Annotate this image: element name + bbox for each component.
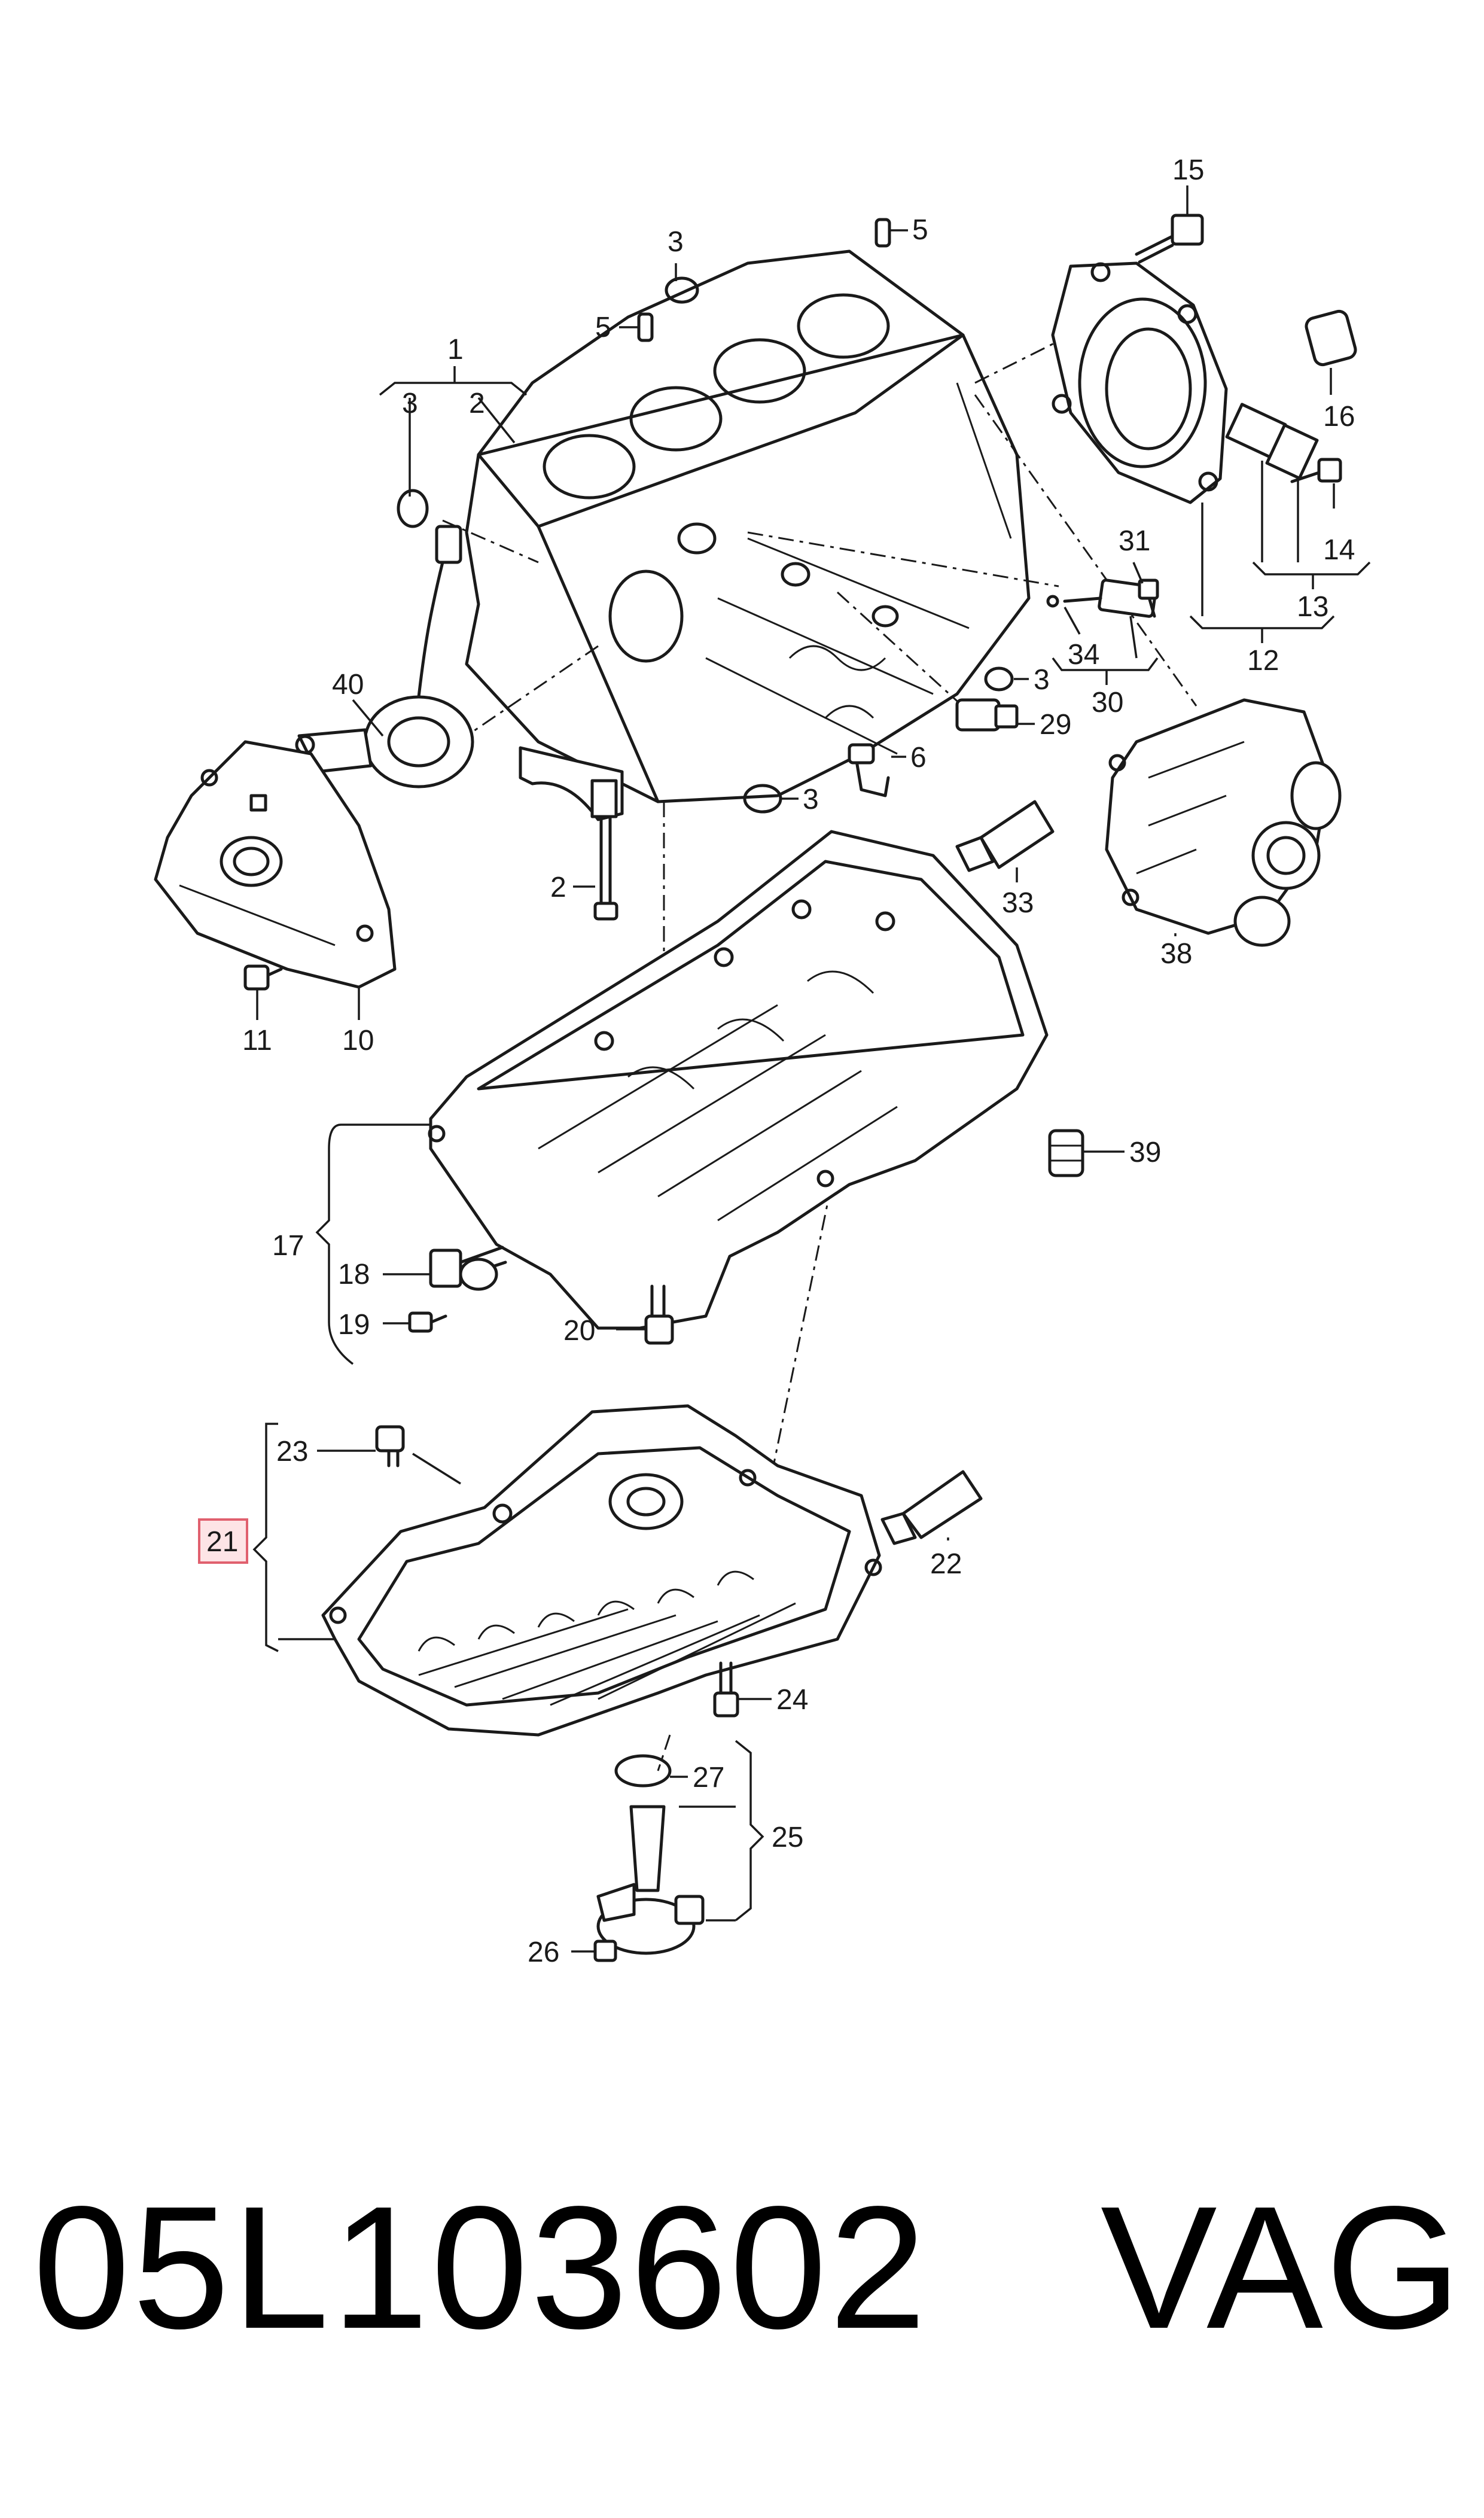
oil-spray-nozzle-6: [848, 743, 890, 797]
seal-3a: [665, 276, 699, 304]
callout-27: 27: [693, 1762, 724, 1794]
callout-30: 30: [1092, 687, 1123, 718]
o-ring-27: [614, 1754, 672, 1788]
callout-14: 14: [1323, 534, 1355, 566]
callout-26: 26: [528, 1937, 559, 1968]
callout-2: 2: [550, 872, 566, 903]
callout-24: 24: [776, 1684, 808, 1716]
plug-39: [1048, 1129, 1084, 1177]
callout-11: 11: [242, 1025, 272, 1056]
callout-23: 23: [276, 1436, 308, 1467]
vacuum-pump: [295, 525, 474, 788]
callout-40: 40: [332, 669, 364, 701]
timing-cover: [154, 740, 397, 989]
callout-3: 3: [668, 226, 684, 258]
callout-5: 5: [595, 312, 611, 343]
bolt-26: [593, 1940, 617, 1962]
callout-3: 3: [1034, 664, 1050, 696]
callout-29: 29: [1040, 709, 1071, 741]
callout-1: 1: [447, 334, 464, 366]
sender-29: [955, 698, 1019, 732]
callout-18: 18: [338, 1259, 370, 1290]
callout-10: 10: [342, 1025, 374, 1056]
bolt-14: [1290, 458, 1342, 483]
callout-13: 13: [1297, 591, 1328, 623]
sealant-tube-33: [955, 800, 1055, 872]
bolt-15: [1135, 214, 1204, 264]
callout-17: 17: [272, 1230, 304, 1262]
bolt-24: [713, 1661, 739, 1718]
bolt-23: [375, 1425, 405, 1467]
rear-seal-flange: [1051, 261, 1319, 504]
callout-39: 39: [1129, 1137, 1161, 1168]
leader-lines: [252, 185, 1371, 1953]
plug-16: [1305, 309, 1357, 367]
dowel-5b: [874, 218, 891, 248]
callout-34: 34: [1068, 639, 1099, 671]
callout-19: 19: [338, 1309, 370, 1341]
bolt-20: [644, 1284, 674, 1345]
bearing-cap: [519, 746, 624, 921]
callout-31: 31: [1119, 525, 1150, 557]
callout-16: 16: [1323, 401, 1355, 433]
callout-33: 33: [1002, 887, 1034, 919]
callout-22: 22: [930, 1548, 962, 1580]
callout-20: 20: [563, 1315, 595, 1347]
oil-sensor-18: [429, 1246, 507, 1291]
highlight-box: [198, 1518, 248, 1564]
callout-3: 3: [803, 784, 819, 815]
upper-oil-pan: [428, 830, 1049, 1330]
sensor-30: [1046, 578, 1159, 618]
sealant-tube-22: [880, 1470, 983, 1545]
callout-21-highlighted: 21: [206, 1526, 238, 1558]
bolt-11: [243, 964, 283, 991]
callout-5: 5: [912, 214, 928, 246]
seal-3c: [984, 666, 1014, 692]
callout-38: 38: [1160, 938, 1192, 970]
thermostat-housing: [1105, 698, 1342, 947]
callout-3: 3: [402, 388, 418, 419]
seal-3b: [397, 489, 429, 528]
callout-12: 12: [1247, 645, 1279, 677]
dowel-5a: [637, 312, 654, 342]
brand-label: VAG: [1101, 2170, 1464, 2365]
callout-15: 15: [1172, 154, 1204, 186]
oil-level-sensor-25: [596, 1805, 705, 1955]
callout-25: 25: [772, 1822, 803, 1853]
lower-oil-pan: [321, 1404, 882, 1737]
callout-2: 2: [469, 388, 485, 419]
callout-labels: 1 2 3 3 5 5 15 16 14 13 12 31 34 30 3 29…: [198, 154, 1355, 1968]
part-number: 05L103602: [33, 2170, 929, 2365]
bolt-19: [408, 1311, 447, 1333]
callout-6: 6: [910, 742, 927, 774]
engine-block: [465, 249, 1031, 803]
